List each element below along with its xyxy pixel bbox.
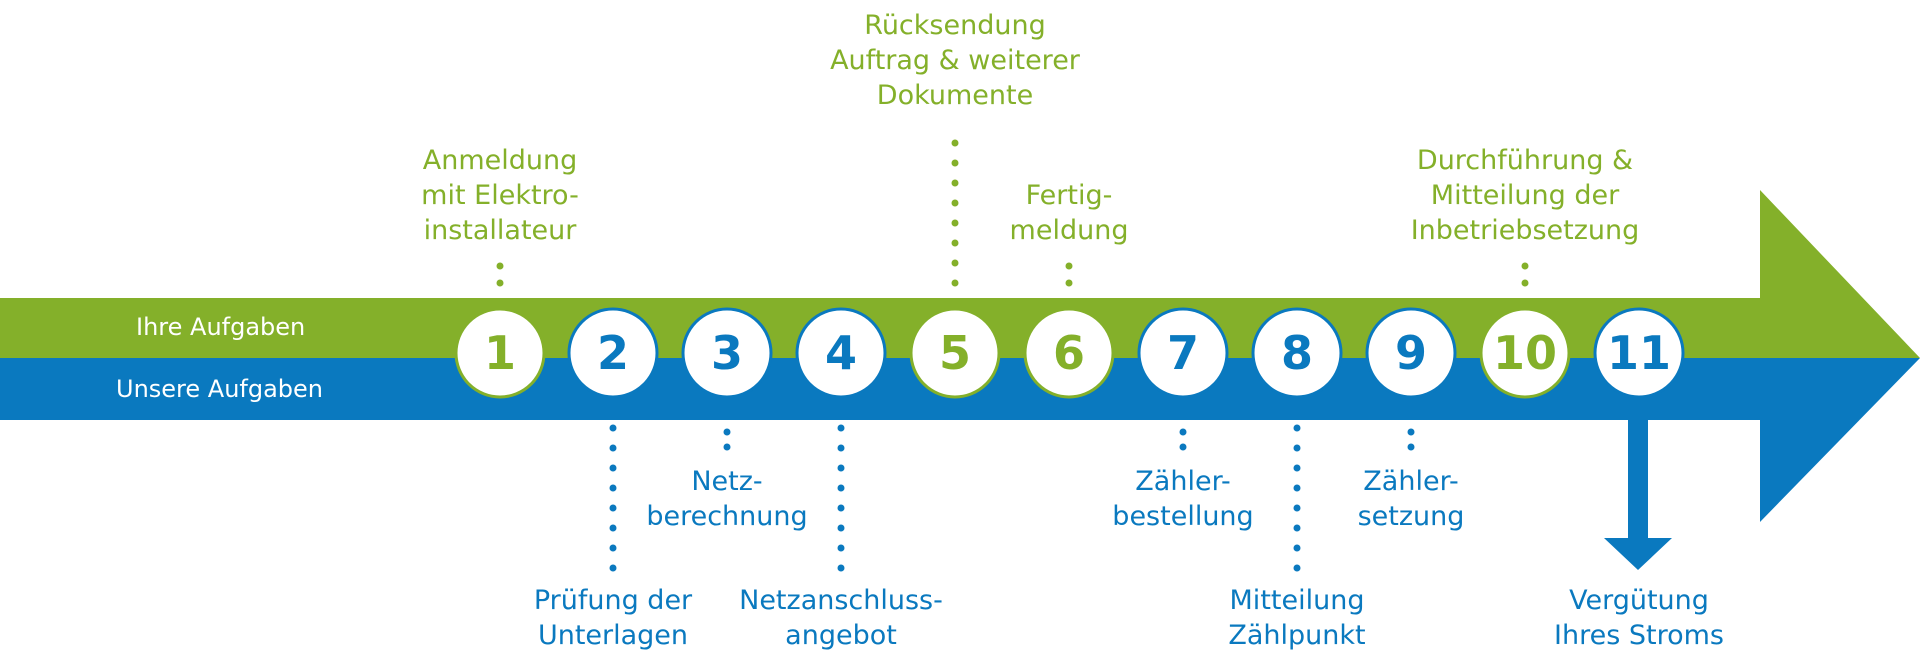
- step-circle-2: [567, 307, 659, 399]
- step-number-1: 1: [483, 326, 516, 380]
- step-circle-8: [1251, 307, 1343, 399]
- connector-dots: [496, 139, 1529, 572]
- step-circles: [454, 307, 1685, 399]
- connector-dot-2-7: [609, 564, 617, 572]
- step-number-6: 6: [1052, 326, 1085, 380]
- step-circle-6: [1023, 307, 1115, 399]
- connector-dot-8-5: [1293, 524, 1301, 532]
- connector-dot-8-3: [1293, 484, 1301, 492]
- connector-dot-2-3: [609, 484, 617, 492]
- step-label-11: Vergütung Ihres Stroms: [1554, 585, 1724, 651]
- step-number-4: 4: [824, 326, 857, 380]
- connector-dot-4-3: [837, 484, 845, 492]
- connector-dot-4-1: [837, 444, 845, 452]
- connector-dot-8-7: [1293, 564, 1301, 572]
- step-number-3: 3: [710, 326, 743, 380]
- connector-dot-2-4: [609, 504, 617, 512]
- connector-dot-3-0: [723, 428, 731, 436]
- step-label-9: Zähler- setzung: [1357, 466, 1465, 532]
- connector-dot-5-1: [951, 159, 959, 167]
- down-arrow: [1604, 420, 1672, 570]
- connector-dot-8-4: [1293, 504, 1301, 512]
- step-circle-1: [454, 307, 546, 399]
- connector-dot-9-1: [1407, 443, 1415, 451]
- connector-dot-7-1: [1179, 443, 1187, 451]
- connector-dot-10-0: [1521, 279, 1529, 287]
- connector-dot-2-6: [609, 544, 617, 552]
- step-label-4: Netzanschluss- angebot: [739, 585, 943, 651]
- connector-dot-4-6: [837, 544, 845, 552]
- step-label-5: Rücksendung Auftrag & weiterer Dokumente: [830, 10, 1080, 111]
- connector-dot-2-1: [609, 444, 617, 452]
- connector-dot-8-0: [1293, 424, 1301, 432]
- connector-dot-4-0: [837, 424, 845, 432]
- step-number-8: 8: [1280, 326, 1313, 380]
- connector-dot-5-5: [951, 239, 959, 247]
- step-label-7: Zähler- bestellung: [1112, 466, 1254, 532]
- step-number-7: 7: [1166, 326, 1199, 380]
- connector-dot-8-1: [1293, 444, 1301, 452]
- connector-dot-2-5: [609, 524, 617, 532]
- connector-dot-8-2: [1293, 464, 1301, 472]
- connector-dot-5-0: [951, 139, 959, 147]
- connector-dot-1-0: [496, 279, 504, 287]
- step-circle-3: [681, 307, 773, 399]
- connector-dot-9-0: [1407, 428, 1415, 436]
- step-circle-4: [795, 307, 887, 399]
- connector-dot-5-6: [951, 259, 959, 267]
- step-label-2: Prüfung der Unterlagen: [533, 585, 693, 651]
- band-label-ihre-aufgaben: Ihre Aufgaben: [136, 313, 306, 341]
- connector-dot-4-5: [837, 524, 845, 532]
- step-label-10: Durchführung & Mitteilung der Inbetriebs…: [1410, 145, 1640, 246]
- step-label-3: Netz- berechnung: [646, 466, 808, 532]
- connector-dot-6-0: [1065, 279, 1073, 287]
- connector-dot-5-7: [951, 279, 959, 287]
- connector-dot-5-4: [951, 219, 959, 227]
- connector-dot-10-1: [1521, 262, 1529, 270]
- connector-dot-8-6: [1293, 544, 1301, 552]
- connector-dot-4-2: [837, 464, 845, 472]
- step-number-11: 11: [1606, 326, 1671, 380]
- step-number-10: 10: [1492, 326, 1557, 380]
- step-label-8: Mitteilung Zählpunkt: [1228, 585, 1366, 651]
- step-number-5: 5: [938, 326, 971, 380]
- step-circle-7: [1137, 307, 1229, 399]
- blue-arrow-band: [0, 358, 1920, 522]
- connector-dot-3-1: [723, 443, 731, 451]
- connector-dot-2-2: [609, 464, 617, 472]
- step-circle-9: [1365, 307, 1457, 399]
- step-label-1: Anmeldung mit Elektro- installateur: [421, 145, 579, 246]
- connector-dot-2-0: [609, 424, 617, 432]
- connector-dot-5-2: [951, 179, 959, 187]
- step-circle-11: [1593, 307, 1685, 399]
- step-circle-10: [1479, 307, 1571, 399]
- connector-dot-5-3: [951, 199, 959, 207]
- step-label-6: Fertig- meldung: [1009, 180, 1129, 246]
- step-number-2: 2: [596, 326, 629, 380]
- band-label-unsere-aufgaben: Unsere Aufgaben: [116, 375, 324, 403]
- connector-dot-4-4: [837, 504, 845, 512]
- step-number-9: 9: [1394, 326, 1427, 380]
- step-circle-5: [909, 307, 1001, 399]
- connector-dot-1-1: [496, 262, 504, 270]
- connector-dot-7-0: [1179, 428, 1187, 436]
- connector-dot-4-7: [837, 564, 845, 572]
- connector-dot-6-1: [1065, 262, 1073, 270]
